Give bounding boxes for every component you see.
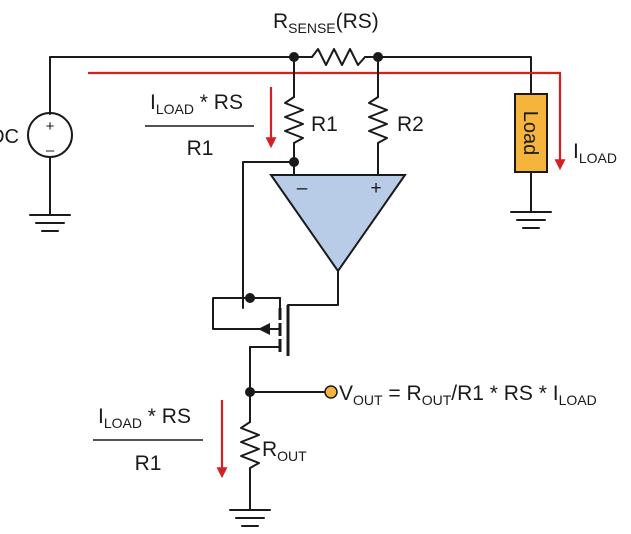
svg-text:+: + — [46, 118, 55, 135]
iload-right-main: I — [573, 140, 579, 163]
formula-top-i: I — [150, 91, 156, 114]
formula-bottom-rest: * RS — [142, 405, 191, 428]
formula-bottom-denominator: R1 — [135, 452, 162, 475]
node-dot-mosfet-top — [245, 293, 255, 303]
rsense-label-tail: (RS) — [336, 10, 379, 33]
rsense-label-main: R — [273, 10, 288, 33]
r2-label: R2 — [397, 113, 424, 136]
formula-top-rest: * RS — [194, 91, 243, 114]
iload-right-sub: LOAD — [579, 150, 617, 166]
vout-mid: /R1 * RS * I — [451, 382, 558, 405]
rout-resistor — [240, 421, 260, 469]
op-amp-triangle — [269, 174, 407, 273]
rsense-label-sub: SENSE — [288, 20, 335, 36]
ground-symbol-bottom — [229, 509, 271, 527]
rsense-label: RSENSE(RS) — [273, 10, 379, 36]
iload-right-label: ILOAD — [573, 140, 617, 166]
op-amp-plus-label: + — [370, 178, 381, 199]
formula-bottom-i: I — [98, 405, 104, 428]
formula-bottom-numerator: ILOAD * RS — [98, 405, 191, 431]
formula-top-denominator: R1 — [187, 137, 214, 160]
vout-terminal — [324, 385, 338, 399]
rout-main: R — [262, 438, 277, 461]
svg-text:–: – — [46, 142, 55, 159]
vout-eq: = R — [383, 382, 422, 405]
op-amp-minus-label: – — [297, 178, 308, 199]
mosfet — [212, 297, 290, 356]
formula-top-numerator: ILOAD * RS — [150, 91, 243, 117]
vout-iload-sub: LOAD — [559, 392, 597, 408]
r1-label: R1 — [311, 113, 338, 136]
top-rail-wire — [49, 56, 532, 113]
vout-equation: VOUT = ROUT/R1 * RS * ILOAD — [339, 382, 597, 408]
r2-resistor — [368, 96, 388, 144]
rout-sub: OUT — [277, 448, 307, 464]
r1-resistor — [284, 96, 304, 144]
opamp-output-wire — [287, 270, 339, 306]
dc-label: DC — [0, 126, 19, 148]
sense-resistor — [311, 48, 366, 66]
ground-symbol-left — [29, 214, 71, 232]
formula-top-sub: LOAD — [156, 101, 194, 117]
ground-symbol-load — [510, 211, 552, 229]
vout-v-sub: OUT — [353, 392, 383, 408]
load-label: Load — [519, 111, 541, 156]
feedback-wire — [242, 161, 295, 309]
load-current-arrow — [88, 71, 566, 171]
load-resistor-box — [514, 93, 548, 173]
rout-label: ROUT — [262, 438, 307, 464]
dc-source: + – — [27, 111, 73, 216]
vout-rout-sub: OUT — [422, 392, 452, 408]
vout-v: V — [339, 382, 353, 405]
formula-bottom-sub: LOAD — [104, 415, 142, 431]
